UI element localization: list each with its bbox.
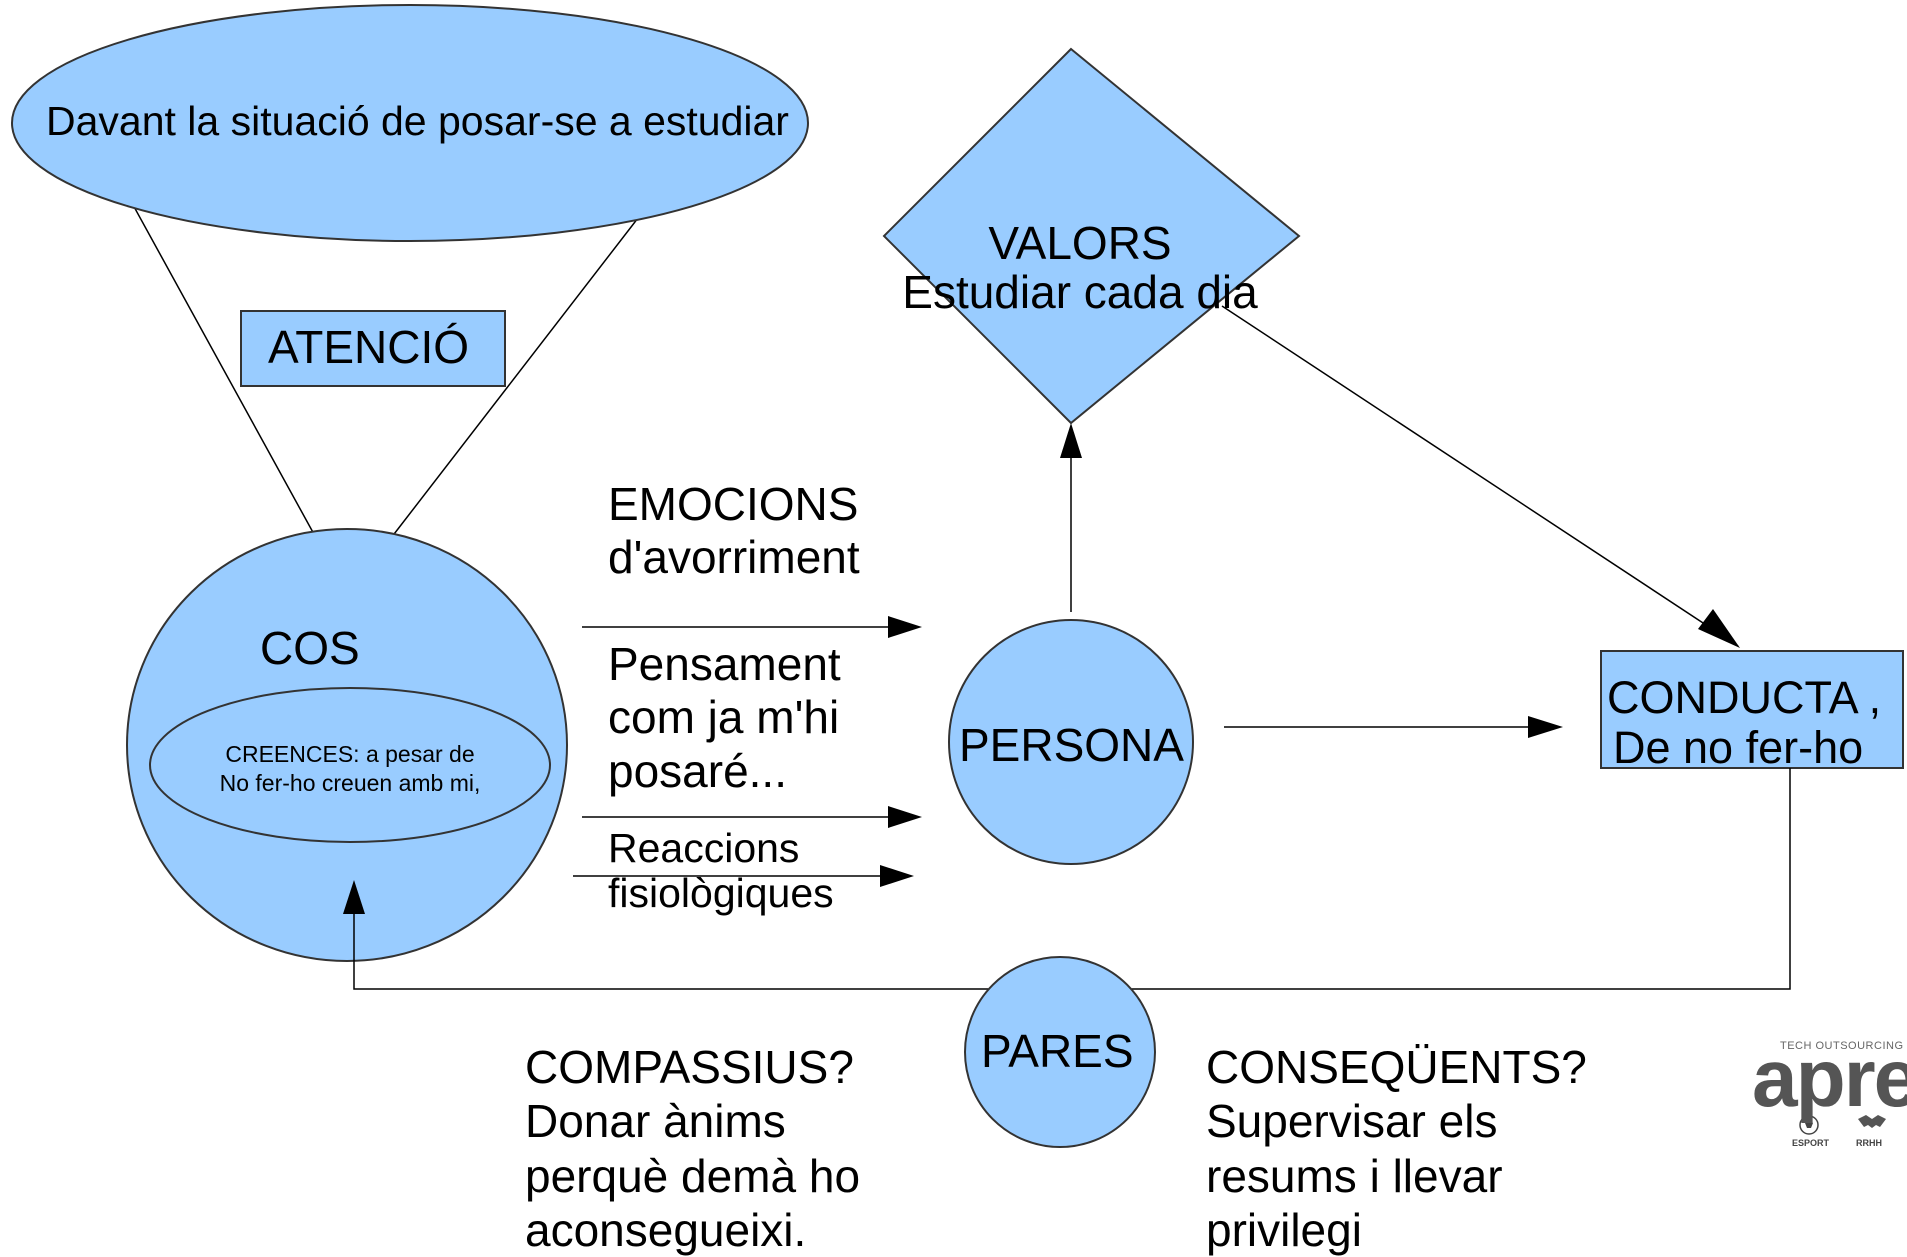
values-to-conduct-arrow bbox=[1221, 305, 1739, 647]
consistent-line-2: Supervisar els bbox=[1206, 1095, 1498, 1148]
soccer-ball-icon bbox=[1799, 1115, 1819, 1135]
thought-line-3: posaré... bbox=[608, 744, 787, 797]
arrowhead-emotions bbox=[888, 616, 922, 638]
conduct-label: CONDUCTA , De no fer-ho bbox=[1607, 673, 1881, 772]
attention-cone-right-line bbox=[390, 195, 656, 539]
person-circle bbox=[948, 619, 1194, 865]
logo-tagline: TECH OUTSOURCING SO bbox=[1780, 1040, 1907, 1052]
arrowhead-thought bbox=[888, 806, 922, 828]
arrowhead-values-conduct bbox=[1698, 609, 1740, 648]
values-title: VALORS bbox=[988, 217, 1172, 269]
person-label: PERSONA bbox=[959, 719, 1184, 771]
compassionate-label: COMPASSIUS? Donar ànims perquè demà ho a… bbox=[525, 1040, 860, 1257]
handshake-icon bbox=[1858, 1115, 1886, 1128]
values-label: VALORS Estudiar cada dia bbox=[880, 217, 1280, 320]
thought-line-1: Pensament bbox=[608, 638, 841, 690]
attention-box bbox=[240, 310, 506, 387]
beliefs-ellipse bbox=[149, 687, 551, 843]
arrowhead-person-values bbox=[1060, 423, 1082, 458]
logo-item-rrhh: RRHH bbox=[1856, 1138, 1882, 1148]
beliefs-line-2: No fer-ho creuen amb mi, bbox=[219, 769, 481, 796]
consistent-line-3: resums i llevar bbox=[1206, 1149, 1503, 1202]
compassionate-line-4: aconsegueixi. bbox=[525, 1203, 807, 1256]
logo-wordmark: apre bbox=[1752, 1033, 1907, 1124]
situation-ellipse bbox=[11, 4, 809, 242]
attention-label: ATENCIÓ bbox=[268, 321, 470, 373]
beliefs-label: CREENCES: a pesar de No fer-ho creuen am… bbox=[160, 740, 540, 798]
consistent-line-1: CONSEQÜENTS? bbox=[1206, 1041, 1587, 1093]
conduct-line-2: De no fer-ho bbox=[1613, 721, 1864, 773]
arrowhead-reactions bbox=[880, 865, 914, 887]
body-title: COS bbox=[260, 622, 360, 674]
emotions-label: EMOCIONS d'avorriment bbox=[608, 478, 860, 585]
arrowhead-feedback bbox=[343, 880, 365, 914]
beliefs-line-1: CREENCES: a pesar de bbox=[225, 741, 475, 767]
conduct-line-1: CONDUCTA , bbox=[1607, 672, 1882, 723]
reactions-line-2: fisiològiques bbox=[608, 870, 834, 917]
attention-cone-left-line bbox=[126, 193, 316, 537]
compassionate-line-3: perquè demà ho bbox=[525, 1149, 861, 1202]
reactions-label: Reaccions fisiològiques bbox=[608, 825, 834, 917]
thought-line-2: com ja m'hi bbox=[608, 691, 840, 744]
emotions-line-2: d'avorriment bbox=[608, 531, 860, 584]
reactions-line-1: Reaccions bbox=[608, 825, 800, 871]
values-text: Estudiar cada dia bbox=[902, 266, 1258, 319]
consistent-label: CONSEQÜENTS? Supervisar els resums i lle… bbox=[1206, 1040, 1587, 1257]
compassionate-line-2: Donar ànims bbox=[525, 1095, 786, 1148]
emotions-line-1: EMOCIONS bbox=[608, 478, 859, 530]
situation-label: Davant la situació de posar-se a estudia… bbox=[46, 98, 789, 144]
thought-label: Pensament com ja m'hi posaré... bbox=[608, 638, 841, 798]
compassionate-line-1: COMPASSIUS? bbox=[525, 1041, 854, 1093]
arrowhead-person-conduct bbox=[1528, 716, 1563, 738]
conduct-box bbox=[1600, 650, 1904, 769]
logo-item-esport: ESPORT bbox=[1792, 1138, 1830, 1148]
parents-label: PARES bbox=[981, 1025, 1134, 1077]
consistent-line-4: privilegi bbox=[1206, 1203, 1362, 1256]
parents-circle bbox=[964, 956, 1156, 1148]
